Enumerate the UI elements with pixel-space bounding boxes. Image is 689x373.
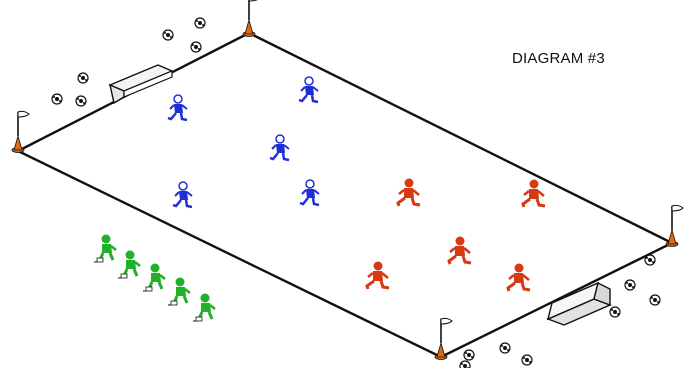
green-team bbox=[94, 235, 215, 322]
top-left-goal bbox=[110, 65, 172, 103]
red-team bbox=[367, 179, 545, 292]
diagram-title: DIAGRAM #3 bbox=[512, 50, 605, 67]
blue-team bbox=[168, 77, 319, 207]
corner-flag-top bbox=[243, 0, 260, 37]
